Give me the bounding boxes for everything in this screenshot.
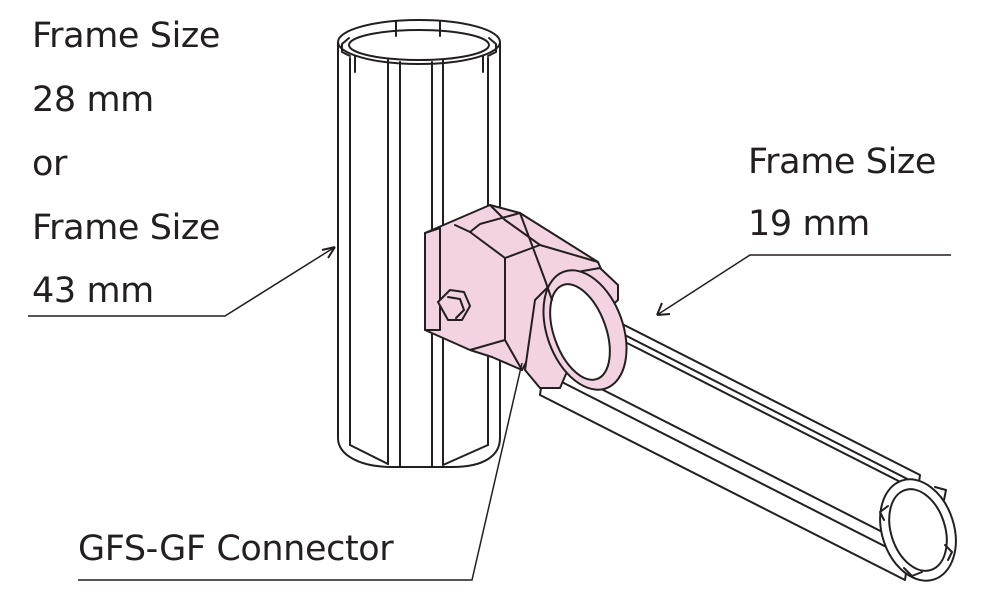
vertical-frame-label-line1: Frame Size <box>32 16 221 56</box>
horizontal-frame-label-line1: Frame Size <box>748 142 937 182</box>
gfs-gf-connector <box>424 204 628 391</box>
vertical-frame-label-line4: Frame Size <box>32 208 221 248</box>
arrow-horizontal-frame <box>656 302 671 316</box>
vertical-frame-tube <box>337 19 501 468</box>
vertical-frame-label-line5: 43 mm <box>32 271 154 311</box>
vertical-frame-label-line3: or <box>32 144 68 184</box>
leader-vertical-frame <box>28 246 336 317</box>
leader-connector <box>78 362 523 581</box>
leader-horizontal-frame <box>656 254 951 316</box>
horizontal-frame-label-line2: 19 mm <box>748 204 870 244</box>
connector-label: GFS-GF Connector <box>78 529 394 569</box>
vertical-frame-label-line2: 28 mm <box>32 80 154 120</box>
arrow-vertical-frame <box>321 246 336 259</box>
